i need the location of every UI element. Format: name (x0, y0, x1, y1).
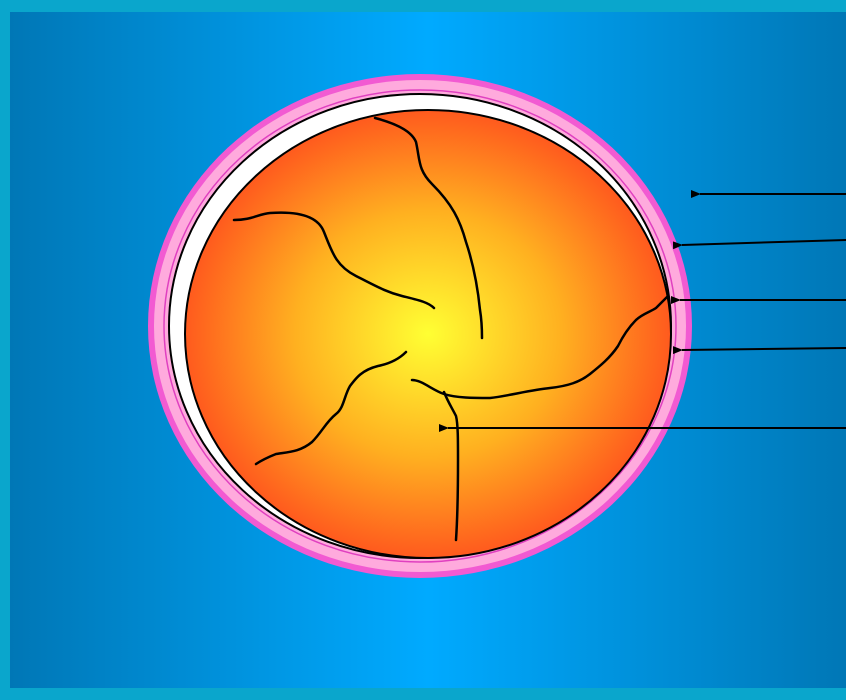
slide-frame-left (0, 0, 10, 700)
slide-frame-bottom (0, 688, 846, 700)
diagram-panel (10, 12, 846, 688)
cell-diagram (10, 12, 846, 688)
sphere (185, 110, 671, 558)
slide-frame-top (0, 0, 846, 12)
